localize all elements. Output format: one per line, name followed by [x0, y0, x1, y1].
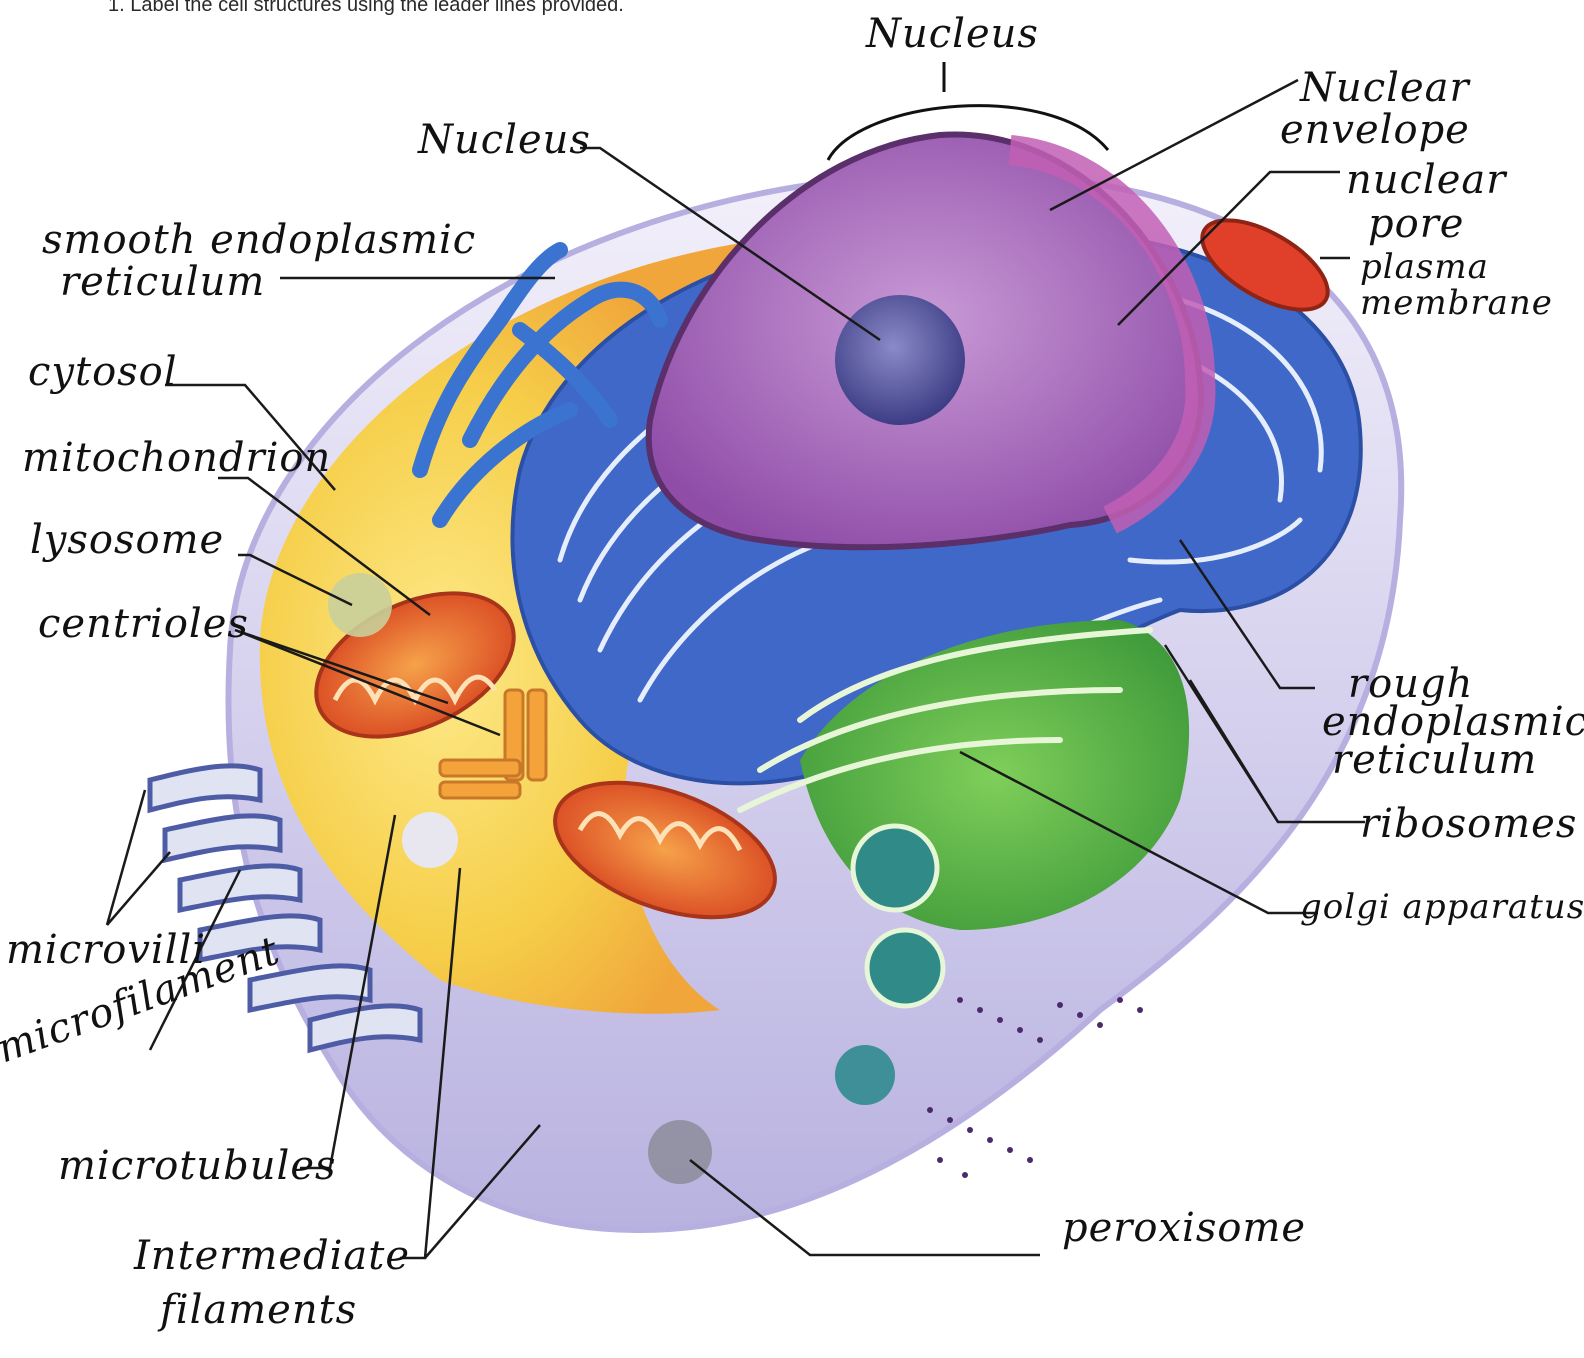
lysosome-shape [328, 573, 392, 637]
label-nuclear-pore-2: pore [1368, 204, 1464, 244]
label-nucleus: Nucleus [418, 120, 591, 160]
leader-nuclear-envelope [1050, 80, 1298, 210]
label-lysosome: lysosome [30, 520, 224, 560]
label-peroxisome: peroxisome [1062, 1208, 1306, 1248]
label-intermediate-1: Intermediate [134, 1236, 410, 1276]
nucleolus [835, 295, 965, 425]
label-plasma-membrane-1: plasma [1360, 250, 1489, 284]
label-cytosol: cytosol [28, 352, 178, 392]
vesicle-teal [835, 1045, 895, 1105]
label-plasma-membrane-2: membrane [1360, 286, 1553, 320]
label-mitochondrion: mitochondrion [22, 438, 331, 478]
label-nuclear-pore-1: nuclear [1346, 160, 1506, 200]
instruction-text: 1. Label the cell structures using the l… [108, 0, 624, 17]
label-nucleus-top: Nucleus [866, 14, 1039, 54]
label-centrioles: centrioles [38, 604, 249, 644]
label-intermediate-2: filaments [160, 1290, 357, 1330]
label-nuclear-envelope-2: envelope [1280, 110, 1470, 150]
label-microtubules: microtubules [58, 1146, 337, 1186]
vesicle-grey [402, 812, 458, 868]
label-rough-er-2: endoplasmic [1322, 702, 1584, 742]
label-golgi-apparatus: golgi apparatus [1300, 890, 1584, 924]
label-smooth-er-1: smooth endoplasmic [42, 220, 476, 260]
peroxisome-shape [648, 1120, 712, 1184]
label-rough-er-3: reticulum [1332, 740, 1537, 780]
secretory-vesicle [867, 930, 943, 1006]
golgi-vesicle [853, 826, 937, 910]
label-rough-er-1: rough [1348, 664, 1473, 704]
label-nuclear-envelope-1: Nuclear [1300, 68, 1470, 108]
label-smooth-er-2: reticulum [60, 262, 265, 302]
label-ribosomes: ribosomes [1360, 804, 1577, 844]
